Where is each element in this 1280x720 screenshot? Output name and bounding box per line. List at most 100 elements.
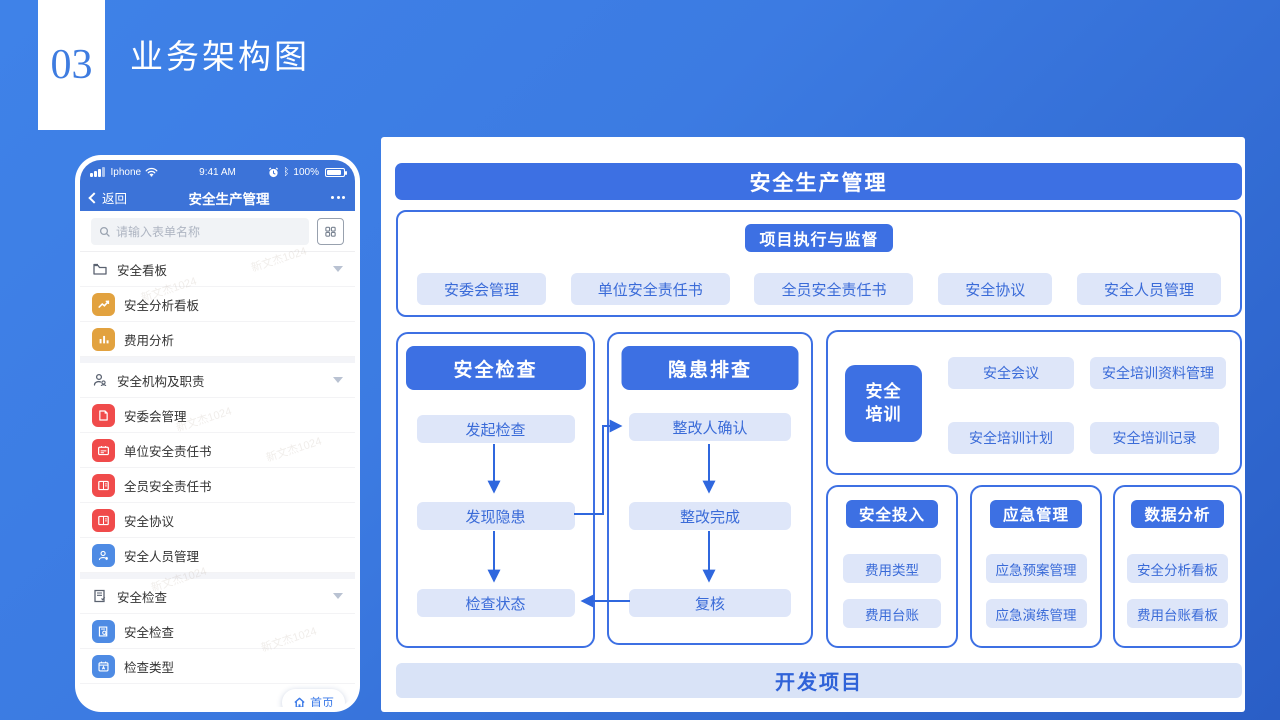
menu-item-inspection-type[interactable]: 检查类型 xyxy=(80,649,355,684)
supervision-badge: 项目执行与监督 xyxy=(745,224,893,252)
carrier-label: Iphone xyxy=(110,166,142,178)
org-people-icon xyxy=(93,373,107,387)
menu-item-analysis-board[interactable]: 安全分析看板 xyxy=(80,287,355,322)
menu-item-safety-inspection[interactable]: 安全检查 xyxy=(80,614,355,649)
inspection-flow-title: 安全检查 xyxy=(405,346,586,390)
back-button[interactable]: 返回 xyxy=(102,192,128,206)
diagram-title-bar: 安全生产管理 xyxy=(395,163,1242,200)
menu-label: 安全机构及职责 xyxy=(117,374,205,389)
search-input[interactable]: 请输入表单名称 xyxy=(91,218,309,245)
data-analysis-badge: 数据分析 xyxy=(1131,500,1224,528)
training-chip: 安全培训计划 xyxy=(948,422,1074,454)
supervision-chip: 安全人员管理 xyxy=(1076,273,1221,305)
supervision-chip: 单位安全责任书 xyxy=(570,273,730,305)
grid-icon xyxy=(325,226,336,237)
hazard-flow-title: 隐患排查 xyxy=(621,346,799,390)
group-chip: 费用台账 xyxy=(843,599,941,628)
training-chip: 安全会议 xyxy=(948,357,1074,389)
section-divider xyxy=(80,573,355,579)
menu-label: 安委会管理 xyxy=(124,409,187,424)
phone-content: 新文杰1024 新文杰1024 新文杰1024 新文杰1024 新文杰1024 … xyxy=(80,211,355,707)
investment-badge: 安全投入 xyxy=(845,500,938,528)
form-grid-button[interactable] xyxy=(317,218,344,245)
supervision-section: 项目执行与监督 安委会管理 单位安全责任书 全员安全责任书 安全协议 安全人员管… xyxy=(396,210,1242,317)
home-icon xyxy=(294,697,305,707)
clock-time: 9:41 AM xyxy=(199,166,236,178)
back-chevron-icon[interactable] xyxy=(88,191,100,204)
page-title: 业务架构图 xyxy=(130,40,310,76)
menu-section-inspection[interactable]: 安全检查 xyxy=(80,579,355,614)
menu-label: 安全检查 xyxy=(117,590,168,605)
training-section: 安全 培训 安全会议 安全培训资料管理 安全培训计划 安全培训记录 xyxy=(826,330,1242,475)
chevron-down-icon[interactable] xyxy=(333,266,343,272)
group-chip: 应急预案管理 xyxy=(985,554,1087,583)
investment-section: 安全投入 费用类型 费用台账 xyxy=(826,485,958,648)
more-icon[interactable] xyxy=(331,196,345,199)
signal-icon xyxy=(90,167,105,177)
menu-section-dashboard[interactable]: 安全看板 xyxy=(80,252,355,287)
menu-item-personnel[interactable]: 安全人员管理 xyxy=(80,538,355,573)
bluetooth-icon: ᛒ xyxy=(283,166,290,178)
section-divider xyxy=(80,357,355,363)
phone-status-bar: Iphone 9:41 AM ᛒ 100% xyxy=(80,160,355,184)
group-chip: 应急演练管理 xyxy=(985,599,1087,628)
document-icon xyxy=(92,403,115,427)
app-title: 安全生产管理 xyxy=(188,191,270,207)
supervision-chip: 全员安全责任书 xyxy=(754,273,914,305)
emergency-section: 应急管理 应急预案管理 应急演练管理 xyxy=(970,485,1102,648)
chevron-down-icon[interactable] xyxy=(333,593,343,599)
menu-item-cost-analysis[interactable]: 费用分析 xyxy=(80,322,355,357)
home-button[interactable]: 首页 xyxy=(281,689,345,707)
diagram-panel: 安全生产管理 项目执行与监督 安委会管理 单位安全责任书 全员安全责任书 安全协… xyxy=(381,137,1245,712)
inspection-flow-box: 安全检查 发起检查 发现隐患 检查状态 xyxy=(396,332,595,648)
flow-step: 发起检查 xyxy=(416,415,575,443)
search-doc-icon xyxy=(92,619,115,643)
flow-step: 复核 xyxy=(629,589,791,617)
group-chip: 安全分析看板 xyxy=(1127,554,1228,583)
book-icon xyxy=(92,473,115,497)
battery-percent: 100% xyxy=(293,166,319,178)
training-chip: 安全培训记录 xyxy=(1090,422,1219,454)
flow-step: 整改完成 xyxy=(629,502,791,530)
menu-label: 费用分析 xyxy=(124,333,175,348)
flow-step: 发现隐患 xyxy=(416,502,575,530)
flow-step: 检查状态 xyxy=(416,589,575,617)
menu-item-unit-responsibility[interactable]: 单位安全责任书 xyxy=(80,433,355,468)
menu-item-committee[interactable]: 安委会管理 xyxy=(80,398,355,433)
menu-label: 安全分析看板 xyxy=(124,298,200,313)
data-analysis-section: 数据分析 安全分析看板 费用台账看板 xyxy=(1113,485,1242,648)
menu-label: 安全协议 xyxy=(124,514,175,529)
supervision-chip: 安全协议 xyxy=(938,273,1053,305)
phone-screen: Iphone 9:41 AM ᛒ 100% 返回 安全生产管理 xyxy=(80,160,355,707)
training-title-block: 安全 培训 xyxy=(845,365,922,442)
training-chip: 安全培训资料管理 xyxy=(1090,357,1226,389)
menu-item-safety-agreement[interactable]: 安全协议 xyxy=(80,503,355,538)
menu-item-all-responsibility[interactable]: 全员安全责任书 xyxy=(80,468,355,503)
group-chip: 费用类型 xyxy=(843,554,941,583)
training-title-line1: 安全 xyxy=(865,381,902,401)
chevron-down-icon[interactable] xyxy=(333,377,343,383)
user-icon xyxy=(92,543,115,567)
wifi-icon xyxy=(145,167,158,177)
doc-check-icon xyxy=(94,589,106,603)
folder-icon xyxy=(93,263,107,275)
search-placeholder: 请输入表单名称 xyxy=(116,225,201,239)
training-title-line2: 培训 xyxy=(865,404,902,424)
battery-icon xyxy=(325,167,347,177)
menu-label: 安全看板 xyxy=(117,263,168,278)
menu-label: 检查类型 xyxy=(124,660,175,675)
slide-number: 03 xyxy=(50,42,93,88)
menu-section-org[interactable]: 安全机构及职责 xyxy=(80,363,355,398)
group-chip: 费用台账看板 xyxy=(1127,599,1228,628)
footer-bar: 开发项目 xyxy=(396,663,1242,698)
trend-chart-icon xyxy=(92,292,115,316)
search-icon xyxy=(99,226,110,237)
phone-nav-bar: 返回 安全生产管理 xyxy=(80,184,355,211)
book-icon xyxy=(92,508,115,532)
emergency-badge: 应急管理 xyxy=(989,500,1082,528)
slide-number-box: 03 xyxy=(38,0,105,130)
menu-label: 全员安全责任书 xyxy=(124,479,212,494)
card-icon xyxy=(92,438,115,462)
home-button-label: 首页 xyxy=(309,696,334,707)
